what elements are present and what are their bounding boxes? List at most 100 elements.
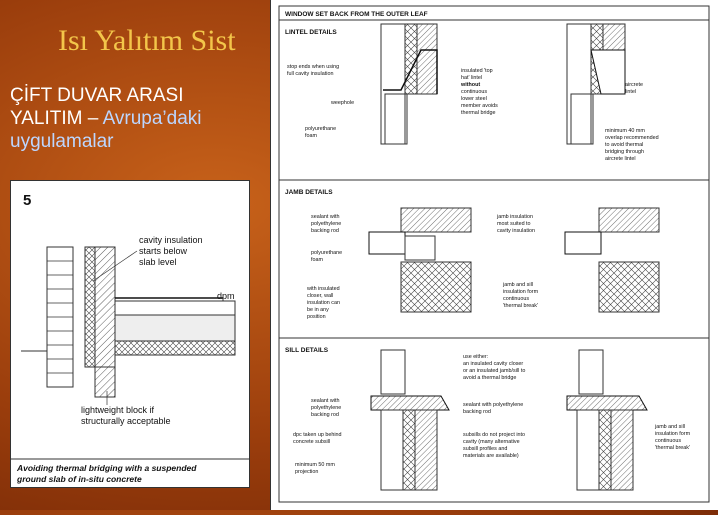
subtitle-line-2: YALITIM – Avrupa’daki (10, 107, 260, 130)
sill-left-window (380, 349, 406, 395)
lintel-left-insulation (404, 23, 418, 95)
jamb-sealant-2: polyethylene (311, 221, 341, 227)
subsills-4: materials are available) (463, 453, 519, 459)
jamb-foam-2: foam (311, 257, 323, 263)
dpc-2: concrete subsill (293, 439, 330, 445)
use-either-3: or an insulated jamb/sill to (463, 368, 525, 374)
overlap-5: aircrete lintel (605, 156, 636, 162)
lintel-left-labels: stop ends when using full cavity insulat… (287, 64, 498, 139)
sill-center-labels: use either: an insulated cavity closer o… (463, 354, 525, 459)
lintel-heading: LINTEL DETAILS (285, 29, 337, 36)
sill-sealant-left-3: backing rod (311, 412, 339, 418)
sill-right-labels: jamb and sill insulation form continuous… (654, 424, 691, 451)
jamb-heading: JAMB DETAILS (285, 189, 333, 196)
subtitle-line-3: uygulamalar (10, 131, 114, 152)
use-either-4: avoid a thermal bridge (463, 375, 516, 381)
overlap-3: to avoid thermal (605, 142, 643, 148)
jamb-sealant-1: sealant with (311, 214, 339, 220)
use-either-1: use either: (463, 354, 488, 360)
slide-title: Isı Yalıtım Sist (58, 24, 236, 57)
overlap-2: overlap recommended (605, 135, 659, 141)
use-either-2: an insulated cavity closer (463, 361, 523, 367)
cavity-label-2: starts below (139, 246, 188, 256)
closer-4: be in any (307, 307, 329, 313)
ground-slab-figure: 5 cavity insulation starts below slab le… (10, 180, 250, 488)
jamb-sill-2: insulation form (503, 289, 539, 295)
jamb-sill-3: continuous (503, 296, 529, 302)
jamb-sill-4: 'thermal break' (503, 303, 538, 309)
brick-joints (47, 260, 73, 374)
stop-ends-2: full cavity insulation (287, 71, 333, 77)
subtitle-line-1: ÇİFT DUVAR ARASI (10, 85, 184, 106)
caption-line-2: ground slab of in-situ concrete (16, 474, 142, 484)
jamb-ins-3: cavity insulation (497, 228, 535, 234)
concrete-slab (114, 314, 236, 342)
jamb-left-labels: sealant with polyethylene backing rod po… (306, 214, 342, 320)
closer-2: closer, wall (307, 293, 333, 299)
lintel-foam-2: foam (305, 133, 317, 139)
floor-screed (114, 300, 236, 316)
subsills-1: subsills do not project into (463, 432, 525, 438)
window-details-figure: WINDOW SET BACK FROM THE OUTER LEAF LINT… (270, 0, 718, 510)
jamb-ins-2: most suited to (497, 221, 531, 227)
figure-title: WINDOW SET BACK FROM THE OUTER LEAF (285, 11, 428, 18)
sill-heading: SILL DETAILS (285, 347, 329, 354)
figure-frame (278, 5, 710, 503)
subsills-2: cavity (many alternative (463, 439, 520, 445)
jamb-sill-1: jamb and sill (502, 282, 533, 288)
subtitle-line-2-accent: Avrupa’daki (102, 108, 202, 129)
jamb-left-wall (400, 261, 472, 313)
cavity-insulation (84, 246, 96, 368)
sill-jamb-4: 'thermal break' (655, 445, 690, 451)
closer-3: insulation can (307, 300, 340, 306)
figure-number: 5 (23, 192, 31, 209)
sill-sealant-right-1: sealant with polyethylene (463, 402, 523, 408)
dpm-label: dpm (217, 291, 235, 301)
cavity-label-3: slab level (139, 257, 177, 267)
window-details-drawing: WINDOW SET BACK FROM THE OUTER LEAF LINT… (278, 5, 710, 503)
insulated-6: member avoids (461, 103, 498, 109)
stop-ends-1: stop ends when using (287, 64, 339, 70)
sill-right-window (578, 349, 604, 395)
overlap-4: bridging through (605, 149, 644, 155)
insulated-3: without (460, 82, 480, 88)
caption-line-1: Avoiding thermal bridging with a suspend… (16, 463, 197, 473)
slab-insulation (114, 340, 236, 356)
lightweight-block (94, 366, 116, 398)
sill-jamb-1: jamb and sill (654, 424, 685, 430)
cavity-leader (92, 250, 138, 282)
slide-subtitle: ÇİFT DUVAR ARASI YALITIM – Avrupa’daki u… (10, 84, 260, 153)
subtitle-line-2-prefix: YALITIM – (10, 108, 103, 129)
lintel-left-inner-leaf (416, 23, 438, 95)
dpc-1: dpc taken up behind (293, 432, 342, 438)
sill-left-subsill (370, 395, 450, 411)
projection-2: projection (295, 469, 318, 475)
jamb-foam-1: polyurethane (311, 250, 342, 256)
insulated-4: continuous (461, 89, 487, 95)
aircrete-1: aircrete (625, 82, 643, 88)
jamb-right-labels: jamb insulation most suited to cavity in… (496, 214, 539, 309)
insulated-7: thermal bridge (461, 110, 495, 116)
jamb-ins-1: jamb insulation (496, 214, 533, 220)
subsills-3: subsill profiles and (463, 446, 507, 452)
jamb-left-head (400, 207, 472, 233)
inner-block-leaf (94, 246, 116, 368)
block-label-1: lightweight block if (81, 405, 155, 415)
sill-sealant-left-1: sealant with (311, 398, 339, 404)
sill-sealant-right-2: backing rod (463, 409, 491, 415)
ground-slab-drawing: 5 cavity insulation starts below slab le… (11, 192, 249, 484)
sill-left-labels: sealant with polyethylene backing rod dp… (293, 398, 342, 475)
sill-jamb-3: continuous (655, 438, 681, 444)
projection-1: minimum 50 mm (295, 462, 335, 468)
block-label-2: structurally acceptable (81, 416, 171, 426)
sill-jamb-2: insulation form (655, 431, 691, 437)
cavity-label-1: cavity insulation (139, 235, 203, 245)
lintel-left-steel (383, 49, 438, 94)
sill-sealant-left-2: polyethylene (311, 405, 341, 411)
jamb-right-head (598, 207, 660, 233)
lintel-right-labels: aircrete lintel minimum 40 mm overlap re… (605, 82, 659, 162)
lintel-foam-1: polyurethane (305, 126, 336, 132)
lintel-left-window (384, 93, 408, 145)
jamb-left-window (368, 231, 406, 255)
insulated-5: lower steel (461, 96, 487, 102)
